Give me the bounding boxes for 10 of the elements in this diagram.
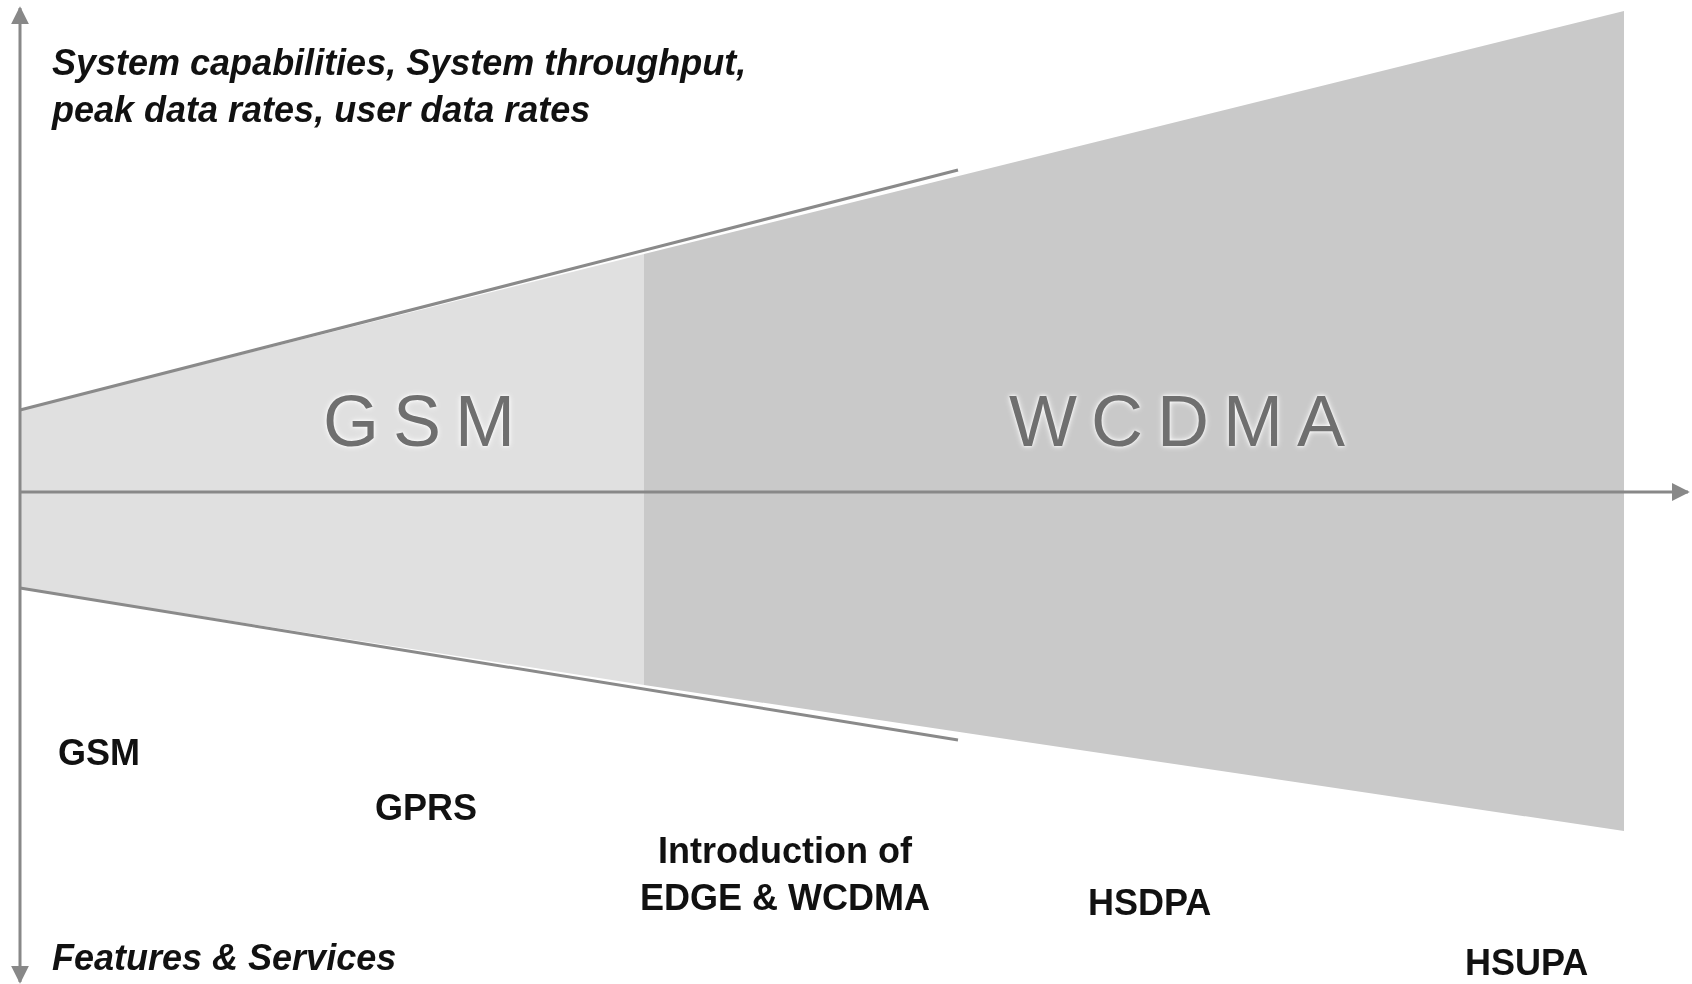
region-label: WCDMA — [1009, 380, 1359, 462]
gsm-region — [20, 254, 644, 685]
region-label: GSM — [323, 380, 529, 462]
phase-label: HSUPA — [1465, 941, 1589, 984]
phase-label: HSDPA — [1088, 881, 1212, 925]
phase-label: GPRS — [375, 786, 478, 830]
axis-label: Features & Services — [52, 936, 397, 980]
phase-label: GSM — [58, 731, 140, 775]
axis-label: System capabilities, System throughput, peak data rates, user data rates — [52, 41, 748, 132]
phase-label: Introduction of EDGE & WCDMA — [639, 829, 931, 920]
